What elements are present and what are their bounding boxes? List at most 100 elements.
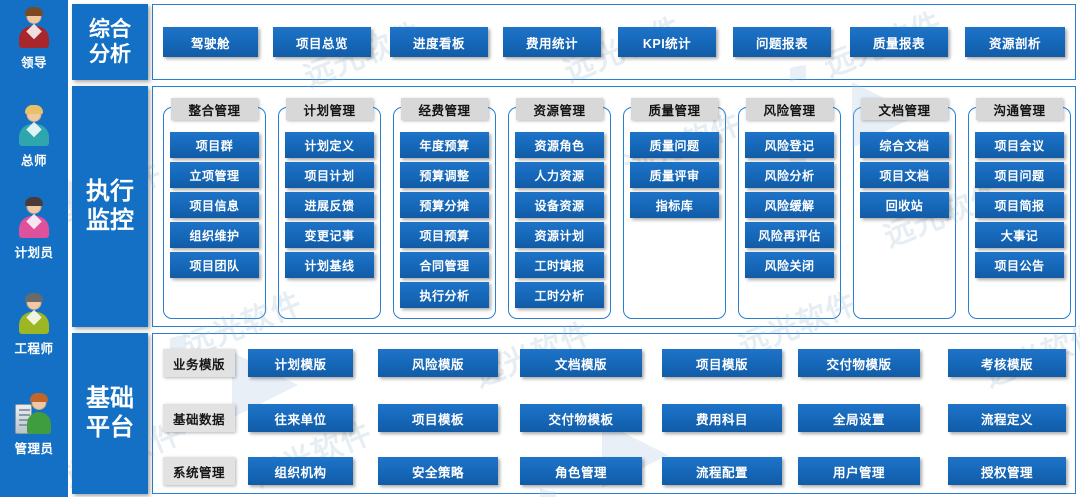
execution-item-1-4[interactable]: 组织维护 [170,222,259,248]
execution-item-2-5[interactable]: 计划基线 [285,252,374,278]
role-label: 领导 [20,56,47,70]
execution-item-3-6[interactable]: 执行分析 [400,282,489,308]
avatar-admin-icon [13,392,55,436]
platform-item-2-3[interactable]: 交付物模板 [520,404,642,432]
execution-item-1-5[interactable]: 项目团队 [170,252,259,278]
role-item-4[interactable]: 工程师 [0,292,68,357]
platform-row-tag-3: 系统管理 [163,457,235,485]
execution-item-6-2[interactable]: 风险分析 [745,162,834,188]
analysis-button-1[interactable]: 驾驶舱 [163,27,258,57]
avatar-planner-icon [13,196,55,240]
role-item-1[interactable]: 领导 [0,6,68,71]
execution-item-4-4[interactable]: 资源计划 [515,222,604,248]
platform-item-2-2[interactable]: 项目模板 [378,404,498,432]
platform-row-tag-1: 业务模版 [163,349,235,377]
avatar-chief-icon [13,104,55,148]
execution-item-6-3[interactable]: 风险缓解 [745,192,834,218]
execution-item-8-1[interactable]: 项目会议 [975,132,1064,158]
avatar-engineer-icon [13,292,55,336]
execution-item-1-2[interactable]: 立项管理 [170,162,259,188]
platform-item-3-5[interactable]: 用户管理 [798,457,920,485]
execution-group-title-3: 经费管理 [401,98,488,120]
analysis-button-6[interactable]: 问题报表 [733,27,831,57]
execution-item-3-5[interactable]: 合同管理 [400,252,489,278]
execution-group-title-5: 质量管理 [631,98,718,120]
execution-item-4-1[interactable]: 资源角色 [515,132,604,158]
platform-item-2-4[interactable]: 费用科目 [662,404,782,432]
execution-item-8-2[interactable]: 项目问题 [975,162,1064,188]
platform-item-1-4[interactable]: 项目模版 [662,349,782,377]
execution-item-4-5[interactable]: 工时填报 [515,252,604,278]
role-label: 管理员 [14,442,54,456]
execution-item-8-4[interactable]: 大事记 [975,222,1064,248]
execution-group-title-7: 文档管理 [861,98,948,120]
execution-item-5-3[interactable]: 指标库 [630,192,719,218]
execution-item-5-2[interactable]: 质量评审 [630,162,719,188]
execution-item-3-3[interactable]: 预算分摊 [400,192,489,218]
execution-item-2-3[interactable]: 进展反馈 [285,192,374,218]
execution-item-7-1[interactable]: 综合文档 [860,132,949,158]
role-label: 计划员 [14,246,54,260]
platform-item-3-6[interactable]: 授权管理 [948,457,1066,485]
execution-item-1-3[interactable]: 项目信息 [170,192,259,218]
analysis-button-7[interactable]: 质量报表 [850,27,948,57]
platform-item-1-3[interactable]: 文档模版 [520,349,642,377]
platform-item-1-6[interactable]: 考核模版 [948,349,1066,377]
avatar-leader-icon [13,6,55,50]
execution-item-2-4[interactable]: 变更记事 [285,222,374,248]
execution-item-2-2[interactable]: 项目计划 [285,162,374,188]
platform-item-3-2[interactable]: 安全策略 [378,457,498,485]
platform-item-2-1[interactable]: 往来单位 [248,404,353,432]
section-band-analysis: 综合 分析 [72,4,148,80]
platform-item-3-4[interactable]: 流程配置 [662,457,782,485]
execution-item-4-2[interactable]: 人力资源 [515,162,604,188]
execution-group-title-4: 资源管理 [516,98,603,120]
execution-item-6-1[interactable]: 风险登记 [745,132,834,158]
platform-item-2-5[interactable]: 全局设置 [798,404,920,432]
platform-item-2-6[interactable]: 流程定义 [948,404,1066,432]
execution-item-3-4[interactable]: 项目预算 [400,222,489,248]
execution-item-6-4[interactable]: 风险再评估 [745,222,834,248]
section-band-analysis-line1: 综合 [89,17,131,41]
role-label: 总师 [20,154,47,168]
analysis-button-2[interactable]: 项目总览 [273,27,371,57]
analysis-button-4[interactable]: 费用统计 [503,27,601,57]
execution-item-2-1[interactable]: 计划定义 [285,132,374,158]
execution-item-8-3[interactable]: 项目简报 [975,192,1064,218]
analysis-button-3[interactable]: 进度看板 [390,27,488,57]
platform-item-1-1[interactable]: 计划模版 [248,349,353,377]
execution-item-4-6[interactable]: 工时分析 [515,282,604,308]
execution-item-7-3[interactable]: 回收站 [860,192,949,218]
execution-item-6-5[interactable]: 风险关闭 [745,252,834,278]
section-band-platform-line2: 平台 [86,413,134,441]
section-band-analysis-line2: 分析 [89,43,131,66]
execution-item-7-2[interactable]: 项目文档 [860,162,949,188]
section-band-platform: 基础 平台 [72,333,148,494]
section-band-execution-line1: 执行 [86,177,134,205]
execution-group-title-6: 风险管理 [746,98,833,120]
role-item-2[interactable]: 总师 [0,104,68,169]
platform-item-1-5[interactable]: 交付物模版 [798,349,920,377]
role-rail: 领导总师计划员工程师管理员 [0,0,68,497]
execution-group-title-1: 整合管理 [171,98,258,120]
analysis-button-5[interactable]: KPI统计 [618,27,716,57]
role-label: 工程师 [14,342,54,356]
platform-item-1-2[interactable]: 风险模版 [378,349,498,377]
execution-item-5-1[interactable]: 质量问题 [630,132,719,158]
role-item-3[interactable]: 计划员 [0,196,68,261]
platform-item-3-1[interactable]: 组织机构 [248,457,353,485]
execution-item-3-1[interactable]: 年度预算 [400,132,489,158]
platform-item-3-3[interactable]: 角色管理 [520,457,642,485]
execution-item-3-2[interactable]: 预算调整 [400,162,489,188]
execution-item-4-3[interactable]: 设备资源 [515,192,604,218]
execution-group-title-2: 计划管理 [286,98,373,120]
role-item-5[interactable]: 管理员 [0,392,68,457]
analysis-button-8[interactable]: 资源剖析 [965,27,1065,57]
execution-item-8-5[interactable]: 项目公告 [975,252,1064,278]
execution-group-title-8: 沟通管理 [976,98,1063,120]
section-band-platform-line1: 基础 [86,384,134,412]
section-band-execution-line2: 监控 [86,206,134,234]
platform-row-tag-2: 基础数据 [163,404,235,432]
execution-item-1-1[interactable]: 项目群 [170,132,259,158]
